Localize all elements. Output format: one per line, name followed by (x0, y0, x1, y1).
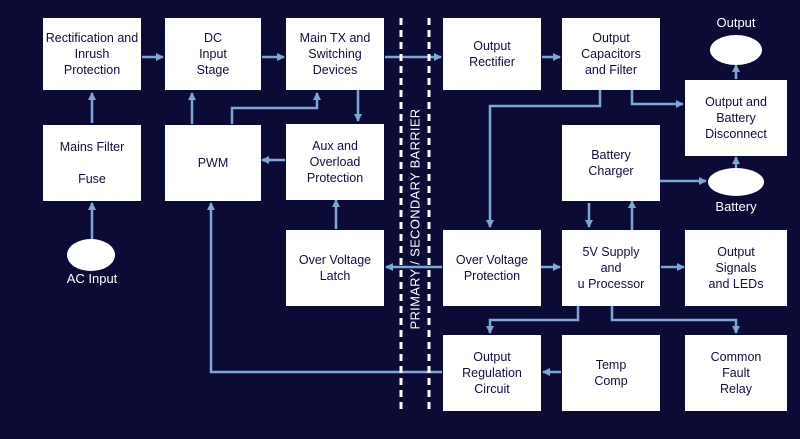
battery-charger-label: Battery Charger (588, 148, 634, 178)
supply-processor-block: 5V Supply and u Processor (562, 230, 660, 306)
common-fault-relay-label: Common Fault Relay (710, 350, 762, 396)
output-regulation-block: Output Regulation Circuit (443, 335, 541, 411)
over-voltage-protection-block: Over Voltage Protection (443, 230, 541, 306)
arrow-supply-to-fault-relay (610, 306, 740, 334)
barrier-label: PRIMARY / SECONDARY BARRIER (407, 108, 423, 330)
output-terminal (710, 35, 762, 65)
dc-input-label: DC Input Stage (196, 31, 230, 77)
output-label: Output (716, 15, 756, 30)
temp-comp-label: Temp Comp (594, 358, 628, 388)
pwm-block: PWM (165, 125, 261, 201)
dc-input-block: DC Input Stage (165, 18, 261, 90)
arrow-pwm-to-main-tx (230, 92, 321, 124)
output-battery-disconnect-label: Output and Battery Disconnect (705, 95, 767, 141)
aux-overload-label: Aux and Overload Protection (306, 139, 364, 185)
battery-terminal (708, 168, 764, 196)
over-voltage-protection-label: Over Voltage Protection (455, 253, 529, 283)
over-voltage-latch-label: Over Voltage Latch (298, 253, 372, 283)
mains-filter-label: Mains Filter Fuse (59, 140, 125, 186)
output-signals-block: Output Signals and LEDs (685, 230, 787, 306)
mains-filter-block: Mains Filter Fuse (43, 125, 141, 201)
arrow-capacitors-to-disconnect (630, 90, 684, 108)
arrow-supply-to-output-regulation (486, 306, 580, 334)
output-rectifier-label: Output Rectifier (469, 39, 515, 69)
output-capacitors-block: Output Capacitors and Filter (562, 18, 660, 90)
rectification-block: Rectification and Inrush Protection (43, 18, 141, 90)
ac-input-terminal (67, 239, 115, 271)
battery-label: Battery (715, 199, 757, 214)
output-regulation-label: Output Regulation Circuit (462, 350, 522, 396)
output-signals-label: Output Signals and LEDs (708, 245, 764, 291)
ac-input-label: AC Input (66, 271, 118, 286)
common-fault-relay-block: Common Fault Relay (685, 335, 787, 411)
supply-processor-label: 5V Supply and u Processor (577, 245, 645, 291)
output-rectifier-block: Output Rectifier (443, 18, 541, 90)
output-battery-disconnect-block: Output and Battery Disconnect (685, 80, 787, 156)
main-tx-label: Main TX and Switching Devices (299, 31, 371, 77)
rectification-label: Rectification and Inrush Protection (45, 31, 139, 77)
battery-charger-block: Battery Charger (562, 125, 660, 201)
arrow-output-regulation-to-pwm (207, 202, 442, 374)
pwm-label: PWM (197, 156, 229, 170)
main-tx-block: Main TX and Switching Devices (286, 18, 384, 90)
over-voltage-latch-block: Over Voltage Latch (286, 230, 384, 306)
arrow-output-rectifier-to-ovp (486, 90, 602, 228)
aux-overload-block: Aux and Overload Protection (286, 124, 384, 200)
temp-comp-block: Temp Comp (562, 335, 660, 411)
output-capacitors-label: Output Capacitors and Filter (581, 31, 641, 77)
